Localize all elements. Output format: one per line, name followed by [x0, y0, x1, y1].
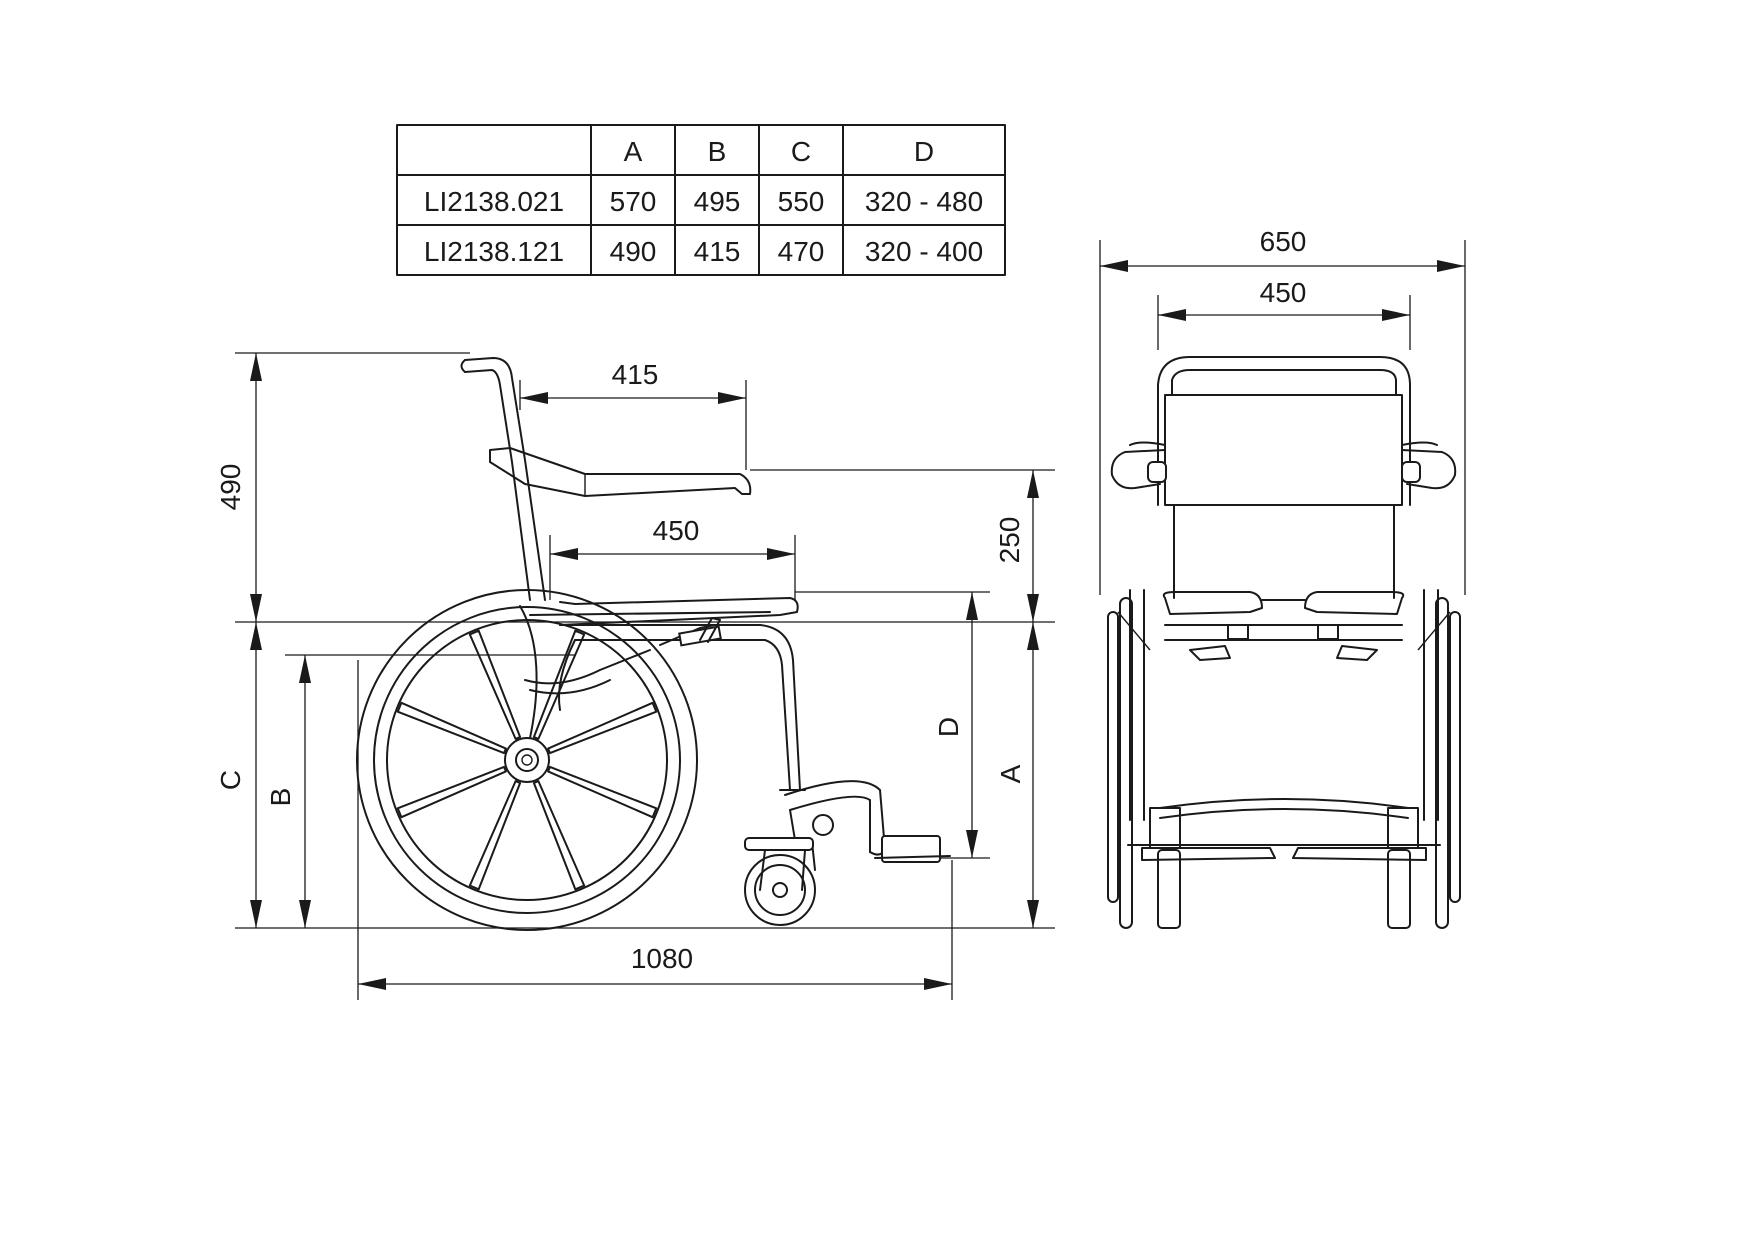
table-header-a: A	[624, 136, 643, 167]
table-row-1-a: 570	[610, 186, 657, 217]
dimension-line	[520, 392, 746, 404]
seat	[529, 597, 799, 626]
backrest-frame	[460, 357, 546, 601]
dim-label-d: D	[933, 717, 964, 737]
table-row-2-model: LI2138.121	[424, 236, 564, 267]
table-row-2-b: 415	[694, 236, 741, 267]
main-frame	[524, 617, 806, 791]
dim-seat-width: 450	[1260, 277, 1307, 308]
front-casters	[1141, 807, 1427, 929]
dimension-line	[299, 655, 311, 928]
dim-overall-length: 1080	[631, 943, 693, 974]
dimension-line	[1158, 309, 1410, 321]
dimension-line	[1100, 260, 1465, 272]
dim-backrest-height: 490	[215, 464, 246, 511]
table-row-2-d: 320 - 400	[865, 236, 983, 267]
dim-armrest-height: 250	[994, 517, 1025, 564]
front-armrests	[1110, 441, 1457, 490]
table-header-d: D	[914, 136, 934, 167]
armrest	[489, 447, 752, 497]
wheel-spoke	[468, 629, 522, 740]
dim-label-b: B	[265, 788, 296, 807]
dimension-line	[358, 978, 952, 990]
legrest	[784, 780, 951, 863]
table-row-1-b: 495	[694, 186, 741, 217]
dimension-line	[250, 622, 262, 928]
front-backrest	[1157, 356, 1411, 599]
dimension-line	[250, 353, 262, 622]
dim-label-c: C	[215, 770, 246, 790]
table-row-1-c: 550	[778, 186, 825, 217]
dim-label-a: A	[995, 764, 1026, 783]
table-row-2-a: 490	[610, 236, 657, 267]
dimension-line	[1027, 622, 1039, 928]
dimension-line	[550, 548, 795, 560]
side-dimension-lines	[235, 352, 1055, 1000]
table-row-2-c: 470	[778, 236, 825, 267]
wheel-spoke	[547, 765, 658, 819]
front-caster	[744, 809, 816, 926]
front-rear-wheels	[1107, 597, 1461, 929]
table-header-b: B	[708, 136, 727, 167]
dimension-line	[1027, 470, 1039, 622]
dimension-table: A B C D LI2138.021 570 495 550 320 - 480…	[396, 124, 1006, 276]
dim-armrest-length: 415	[612, 359, 659, 390]
front-side-frame	[1127, 589, 1441, 846]
table-row-1-d: 320 - 480	[865, 186, 983, 217]
wheel-spoke	[532, 629, 586, 740]
front-view: 650 450	[1099, 226, 1466, 929]
side-view: 490 415 450 250 C B D A 1080	[215, 352, 1055, 1000]
front-dimension-lines	[1099, 240, 1466, 595]
rear-wheel	[356, 589, 698, 931]
wheel-spoke	[532, 780, 586, 891]
dim-seat-depth: 450	[653, 515, 700, 546]
wheel-spoke	[396, 701, 507, 755]
table-row-1-model: LI2138.021	[424, 186, 564, 217]
dimension-line	[966, 592, 978, 858]
wheel-spoke	[396, 765, 507, 819]
wheel-spoke	[547, 701, 658, 755]
table-header-c: C	[791, 136, 811, 167]
dim-overall-width: 650	[1260, 226, 1307, 257]
front-seat	[1162, 591, 1405, 661]
wheel-spoke	[468, 780, 522, 891]
wheel-spokes	[396, 629, 658, 891]
